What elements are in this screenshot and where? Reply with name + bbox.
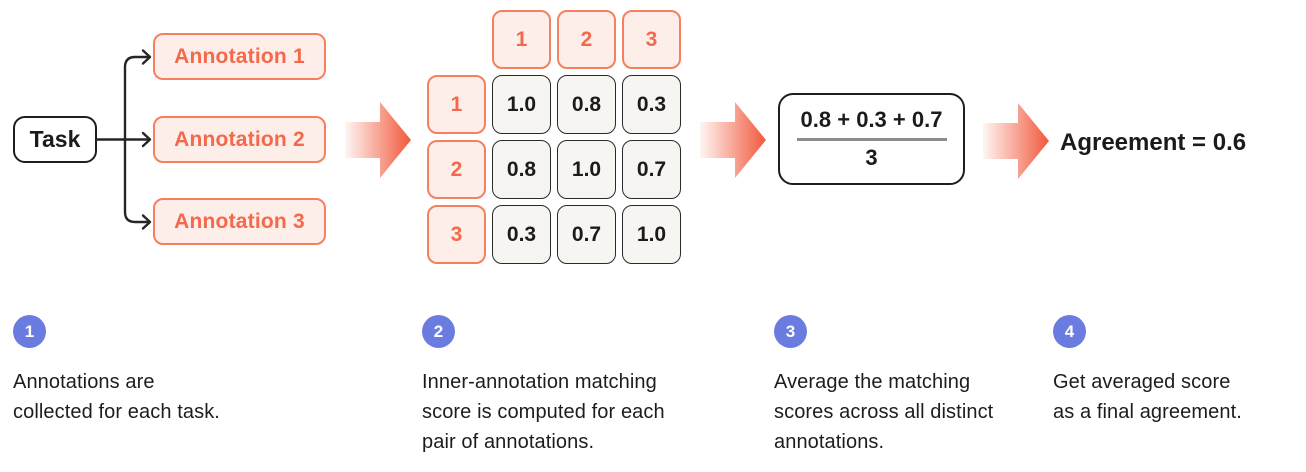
fraction-denominator: 3	[865, 144, 878, 170]
step-1-badge: 1	[13, 315, 46, 348]
step-3: 3 Average the matching scores across all…	[774, 315, 1044, 457]
step-2-badge: 2	[422, 315, 455, 348]
matrix-row-header: 1	[427, 75, 486, 134]
agreement-result: Agreement = 0.6	[1060, 129, 1247, 156]
step-3-badge: 3	[774, 315, 807, 348]
step-2-text: Inner-annotation matching score is compu…	[422, 371, 665, 453]
matrix-cell: 1.0	[622, 205, 681, 264]
matrix-col-header: 1	[492, 10, 551, 69]
annotation-2-label: Annotation 2	[174, 127, 305, 151]
annotation-1-node: Annotation 1	[153, 33, 326, 80]
annotation-1-label: Annotation 1	[174, 44, 305, 68]
flow-arrow-icon	[345, 102, 411, 178]
matching-score-matrix: 1 2 3 1 1.0 0.8 0.3 2 0.8 1.0 0.7 3 0.3 …	[427, 10, 681, 264]
matrix-cell: 0.7	[622, 140, 681, 199]
flow-arrow-icon	[983, 103, 1049, 179]
matrix-col-header: 3	[622, 10, 681, 69]
matrix-cell: 0.8	[557, 75, 616, 134]
step-1-text: Annotations are collected for each task.	[13, 371, 220, 423]
flow-arrow-icon	[700, 102, 766, 178]
step-4-badge: 4	[1053, 315, 1086, 348]
matrix-row-header: 2	[427, 140, 486, 199]
matrix-cell: 1.0	[492, 75, 551, 134]
average-fraction-node: 0.8 + 0.3 + 0.7 3	[778, 93, 965, 185]
matrix-col-header: 2	[557, 10, 616, 69]
step-1: 1 Annotations are collected for each tas…	[13, 315, 373, 427]
matrix-cell: 0.7	[557, 205, 616, 264]
annotation-3-label: Annotation 3	[174, 209, 305, 233]
task-label: Task	[29, 126, 81, 152]
annotation-3-node: Annotation 3	[153, 198, 326, 245]
step-4-text: Get averaged score as a final agreement.	[1053, 371, 1242, 423]
matrix-row-header: 3	[427, 205, 486, 264]
matrix-cell: 0.8	[492, 140, 551, 199]
fraction-numerator: 0.8 + 0.3 + 0.7	[800, 107, 943, 133]
matrix-corner-spacer	[427, 10, 486, 69]
annotation-2-node: Annotation 2	[153, 116, 326, 163]
step-4: 4 Get averaged score as a final agreemen…	[1053, 315, 1303, 427]
step-3-text: Average the matching scores across all d…	[774, 371, 994, 453]
step-2: 2 Inner-annotation matching score is com…	[422, 315, 742, 457]
branch-connector-icon	[95, 49, 152, 230]
task-node: Task	[13, 116, 97, 163]
fraction-bar	[796, 138, 947, 141]
matrix-cell: 1.0	[557, 140, 616, 199]
matrix-cell: 0.3	[622, 75, 681, 134]
matrix-cell: 0.3	[492, 205, 551, 264]
